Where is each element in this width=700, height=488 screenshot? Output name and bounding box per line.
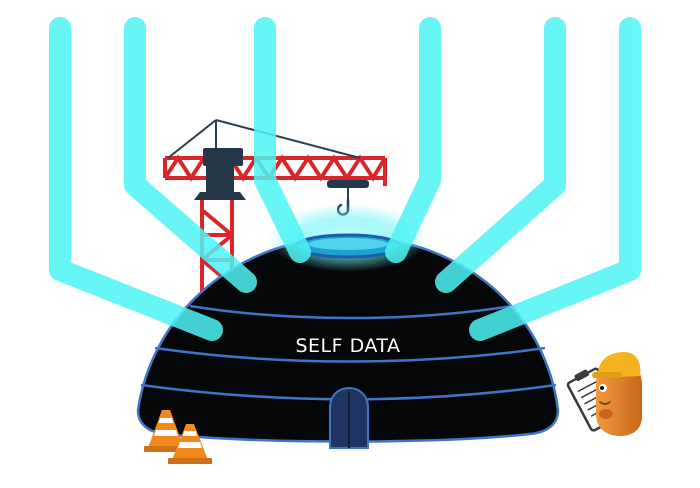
light-beam bbox=[254, 17, 311, 263]
dome-label: SELF DATA bbox=[295, 335, 400, 357]
light-beam bbox=[385, 17, 441, 263]
worker-with-clipboard-icon bbox=[566, 352, 642, 436]
dome-door bbox=[329, 386, 369, 449]
data-light-beams bbox=[49, 17, 641, 341]
light-beam bbox=[124, 17, 257, 293]
traffic-cone-icon bbox=[144, 410, 212, 464]
light-beam bbox=[435, 17, 566, 293]
light-beam bbox=[49, 17, 223, 341]
light-beam bbox=[469, 17, 641, 341]
